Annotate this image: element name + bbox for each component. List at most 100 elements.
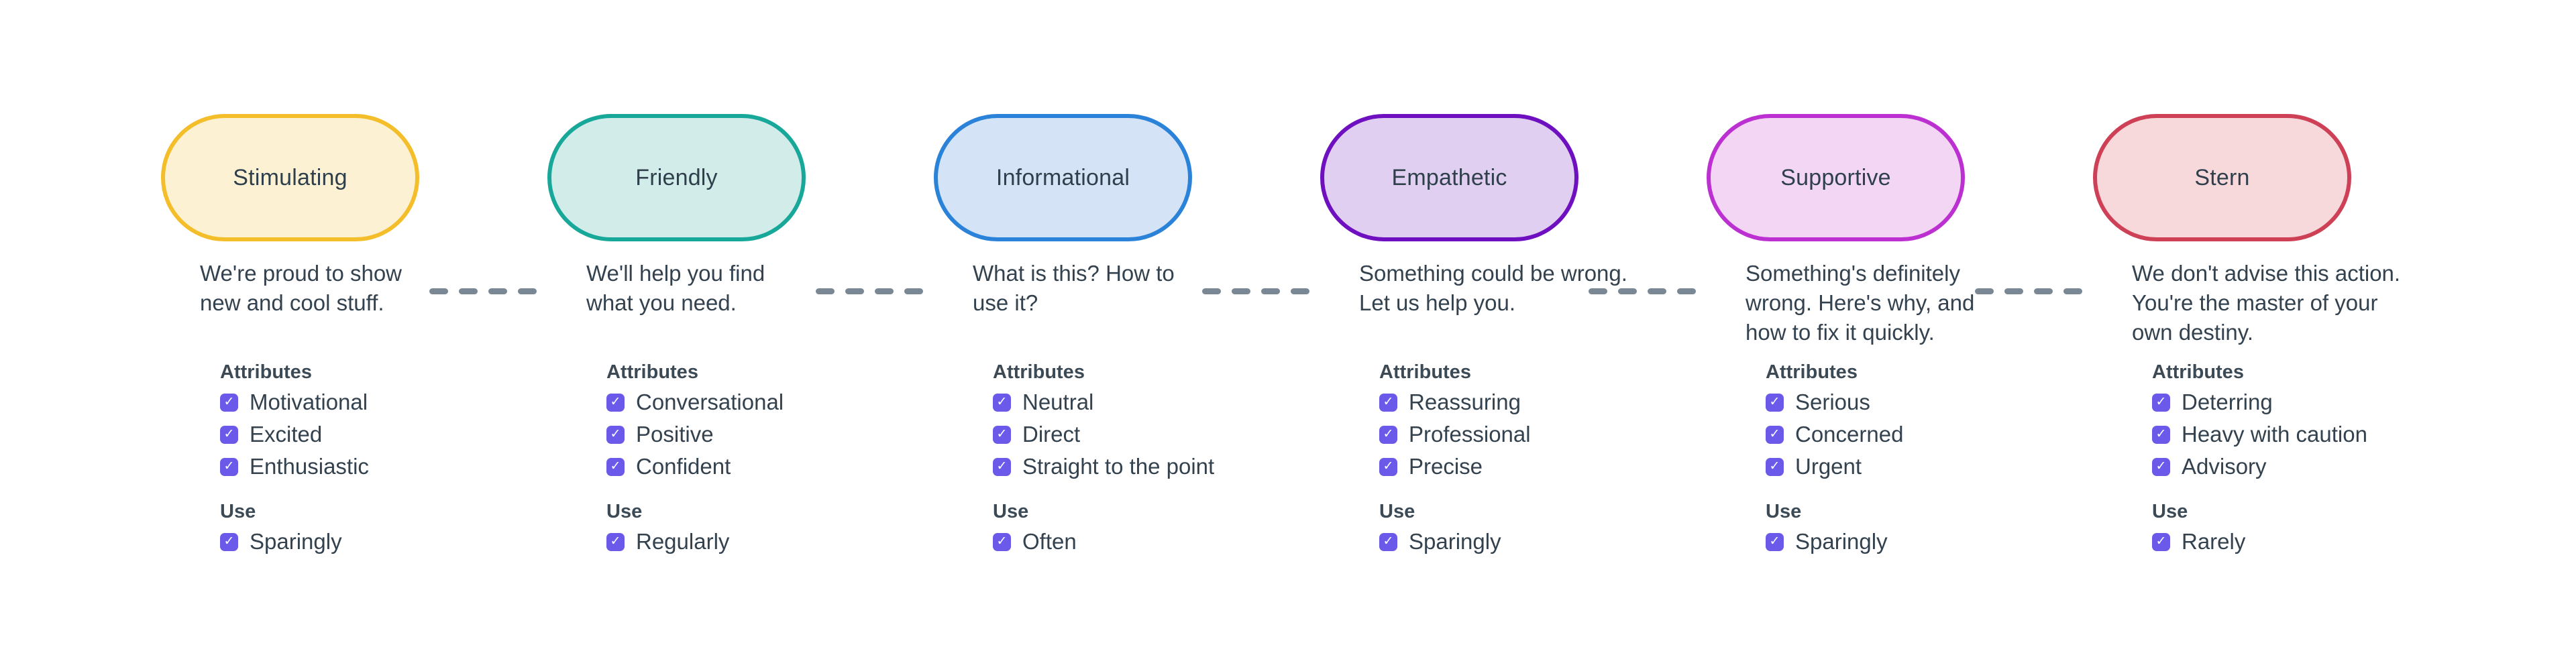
use-heading: Use: [606, 501, 643, 522]
tone-node-label: Friendly: [635, 164, 718, 190]
attribute-row: ✓ Professional: [1320, 418, 1707, 451]
check-icon: ✓: [610, 459, 621, 473]
tone-description: What is this? How to use it?: [973, 261, 1175, 315]
checkbox[interactable]: ✓: [220, 532, 238, 551]
tone-node: Supportive: [1707, 114, 1965, 241]
check-icon: ✓: [223, 459, 235, 473]
use-row: ✓ Sparingly: [1707, 526, 2093, 558]
checkbox[interactable]: ✓: [1379, 457, 1397, 476]
tone-node: Stimulating: [161, 114, 419, 241]
checkbox[interactable]: ✓: [220, 457, 238, 476]
checkbox[interactable]: ✓: [606, 425, 625, 444]
use-heading: Use: [220, 501, 256, 522]
check-icon: ✓: [1383, 394, 1394, 409]
attribute-row: ✓ Excited: [161, 418, 547, 451]
attribute-row: ✓ Motivational: [161, 386, 547, 418]
connector-dash: [459, 288, 478, 294]
tone-description: Something's definitely wrong. Here's why…: [1746, 261, 1975, 345]
tone-node: Informational: [934, 114, 1192, 241]
attribute-row: ✓ Reassuring: [1320, 386, 1707, 418]
use-heading: Use: [1379, 501, 1415, 522]
checkbox-label: Straight to the point: [1022, 454, 1215, 479]
connector-dashed-line: [1975, 288, 2082, 294]
checkbox[interactable]: ✓: [1766, 457, 1784, 476]
checkbox-label: Concerned: [1795, 422, 1904, 447]
checkbox-label: Advisory: [2182, 454, 2267, 479]
checkbox[interactable]: ✓: [1766, 393, 1784, 412]
tone-node: Empathetic: [1320, 114, 1578, 241]
connector-dash: [2034, 288, 2053, 294]
checkbox[interactable]: ✓: [993, 393, 1011, 412]
checkbox-label: Professional: [1409, 422, 1531, 447]
checkbox[interactable]: ✓: [1766, 425, 1784, 444]
checkbox[interactable]: ✓: [1766, 532, 1784, 551]
check-icon: ✓: [996, 394, 1008, 409]
checkbox[interactable]: ✓: [2152, 393, 2170, 412]
checkbox[interactable]: ✓: [220, 425, 238, 444]
checkbox-label: Rarely: [2182, 529, 2246, 554]
check-icon: ✓: [2155, 426, 2167, 441]
tone-node-label: Stern: [2194, 164, 2250, 190]
connector-dash: [1618, 288, 1637, 294]
check-icon: ✓: [996, 459, 1008, 473]
attributes-heading: Attributes: [220, 361, 312, 383]
connector-dash: [2004, 288, 2023, 294]
connector-dash: [845, 288, 864, 294]
checkbox-label: Positive: [636, 422, 714, 447]
connector-dashed-line: [1202, 288, 1309, 294]
check-icon: ✓: [996, 426, 1008, 441]
checkbox[interactable]: ✓: [1379, 425, 1397, 444]
connector-dash: [1232, 288, 1250, 294]
connector-dash: [904, 288, 923, 294]
connector-dashed-line: [1589, 288, 1696, 294]
use-heading: Use: [2152, 501, 2188, 522]
checkbox-label: Sparingly: [1409, 529, 1501, 554]
checkbox[interactable]: ✓: [220, 393, 238, 412]
connector-dash: [1261, 288, 1280, 294]
use-row: ✓ Often: [934, 526, 1320, 558]
connector-dash: [1975, 288, 1994, 294]
attributes-heading: Attributes: [1766, 361, 1858, 383]
checkbox[interactable]: ✓: [1379, 532, 1397, 551]
attribute-row: ✓ Direct: [934, 418, 1320, 451]
checkbox-label: Sparingly: [1795, 529, 1888, 554]
tone-node-label: Supportive: [1780, 164, 1891, 190]
use-row: ✓ Rarely: [2093, 526, 2479, 558]
checkbox[interactable]: ✓: [606, 457, 625, 476]
check-icon: ✓: [1769, 394, 1780, 409]
tone-column: Stern We don't advise this action. You'r…: [2093, 114, 2479, 649]
checkbox-label: Conversational: [636, 390, 784, 414]
checkbox[interactable]: ✓: [1379, 393, 1397, 412]
attribute-row: ✓ Confident: [547, 451, 934, 483]
check-icon: ✓: [2155, 459, 2167, 473]
checkbox[interactable]: ✓: [993, 532, 1011, 551]
connector-dash: [1291, 288, 1309, 294]
checkbox[interactable]: ✓: [2152, 425, 2170, 444]
attribute-row: ✓ Heavy with caution: [2093, 418, 2479, 451]
attribute-row: ✓ Enthusiastic: [161, 451, 547, 483]
attribute-row: ✓ Urgent: [1707, 451, 2093, 483]
checkbox[interactable]: ✓: [993, 457, 1011, 476]
check-icon: ✓: [1383, 459, 1394, 473]
tone-column: Informational What is this? How to use i…: [934, 114, 1320, 649]
checkbox[interactable]: ✓: [606, 532, 625, 551]
check-icon: ✓: [610, 426, 621, 441]
checkbox[interactable]: ✓: [2152, 457, 2170, 476]
check-icon: ✓: [223, 426, 235, 441]
checkbox[interactable]: ✓: [993, 425, 1011, 444]
checkbox-label: Motivational: [250, 390, 368, 414]
use-heading: Use: [993, 501, 1029, 522]
check-icon: ✓: [1769, 459, 1780, 473]
checkbox[interactable]: ✓: [2152, 532, 2170, 551]
connector-dash: [488, 288, 507, 294]
tone-column: Empathetic Something could be wrong. Let…: [1320, 114, 1707, 649]
checkbox-label: Confident: [636, 454, 731, 479]
checkbox[interactable]: ✓: [606, 393, 625, 412]
attributes-heading: Attributes: [1379, 361, 1471, 383]
connector-dash: [1677, 288, 1696, 294]
check-icon: ✓: [996, 534, 1008, 548]
checkbox-label: Direct: [1022, 422, 1081, 447]
check-icon: ✓: [223, 534, 235, 548]
use-heading: Use: [1766, 501, 1802, 522]
